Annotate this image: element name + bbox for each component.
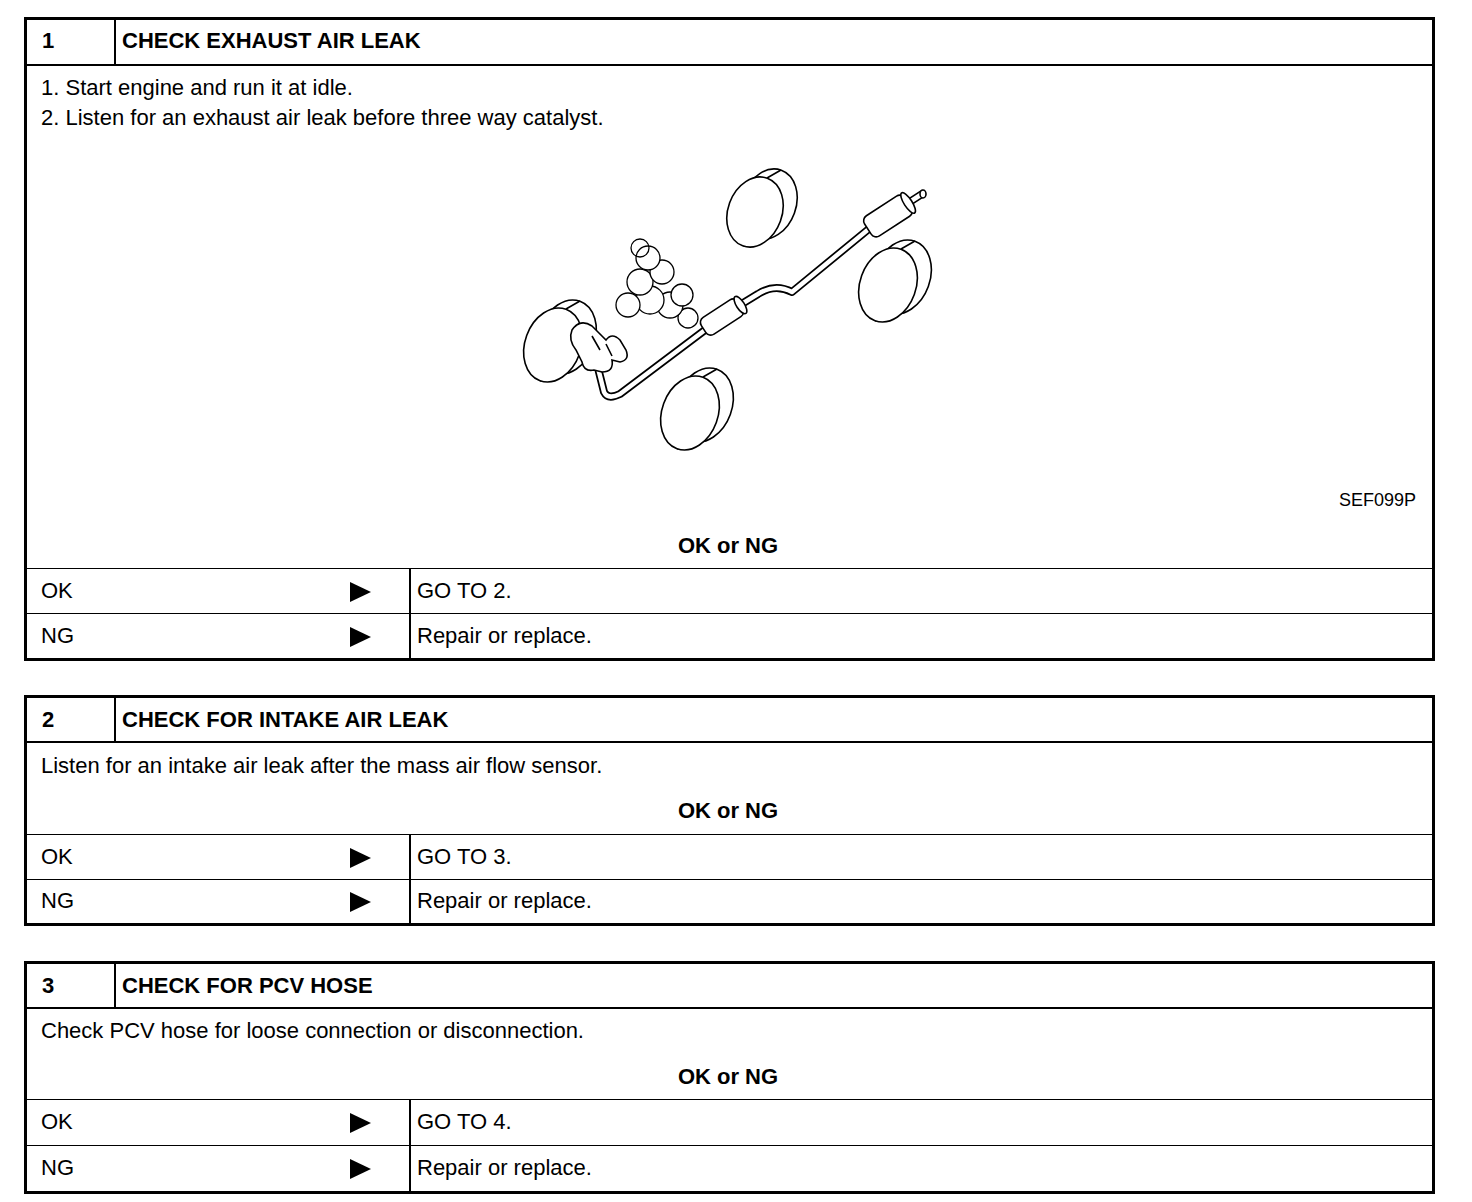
step-title: CHECK EXHAUST AIR LEAK [122,28,421,54]
arrow-symbol [349,1111,373,1135]
arrow-symbol [350,1113,371,1133]
step-title: CHECK FOR INTAKE AIR LEAK [122,707,448,733]
result-row: OK GO TO 4. [27,1099,1432,1145]
action-text: Repair or replace. [417,1155,592,1181]
result-row: OK GO TO 2. [27,568,1432,613]
muffler [861,191,918,239]
column-rule [409,1100,411,1145]
step-number: 2 [42,707,54,733]
three-way-catalyst [698,294,749,337]
arrow-symbol [349,846,373,870]
column-rule [409,569,411,613]
result-row: NG Repair or replace. [27,879,1432,923]
header-rule [27,64,1432,66]
arrow-symbol [350,1159,371,1179]
arrow-symbol [350,848,371,868]
header-rule [27,1007,1432,1009]
result-prompt: OK or NG [678,533,778,559]
number-cell-rule [114,698,116,742]
instruction-text: 2. Listen for an exhaust air leak before… [41,105,604,131]
arrow-symbol [349,580,373,604]
result-code: OK [41,844,73,870]
figure-code: SEF099P [1339,487,1416,513]
wheel [651,360,744,459]
leak-smoke [616,239,698,328]
result-code: NG [41,623,74,649]
column-rule [409,614,411,658]
step-title: CHECK FOR PCV HOSE [122,973,373,999]
result-row: OK GO TO 3. [27,834,1432,879]
result-prompt: OK or NG [678,798,778,824]
action-text: GO TO 4. [417,1109,512,1135]
instruction-text: Listen for an intake air leak after the … [41,753,602,779]
number-cell-rule [114,20,116,65]
exhaust-manifold [592,336,612,356]
step-table: 3 CHECK FOR PCV HOSE Check PCV hose for lo… [24,961,1435,1194]
arrow-symbol [349,890,373,914]
result-prompt: OK or NG [678,1064,778,1090]
wheel [849,232,942,331]
instruction-text: 1. Start engine and run it at idle. [41,75,353,101]
result-code: OK [41,578,73,604]
instruction-text: Check PCV hose for loose connection or d… [41,1018,584,1044]
column-rule [409,880,411,923]
arrow-symbol [350,892,371,912]
wheel [717,161,806,255]
column-rule [409,1146,411,1191]
result-row: NG Repair or replace. [27,1145,1432,1191]
action-text: GO TO 3. [417,844,512,870]
column-rule [409,835,411,879]
number-cell-rule [114,964,116,1008]
step-table: 2 CHECK FOR INTAKE AIR LEAK Listen for an … [24,695,1435,926]
result-row: NG Repair or replace. [27,613,1432,658]
arrow-symbol [349,625,373,649]
action-text: Repair or replace. [417,888,592,914]
arrow-symbol [350,582,371,602]
step-table: 1 CHECK EXHAUST AIR LEAK 1. Start engine a… [24,17,1435,661]
step-number: 3 [42,973,54,999]
result-code: OK [41,1109,73,1135]
arrow-symbol [350,627,371,647]
header-rule [27,741,1432,743]
action-text: GO TO 2. [417,578,512,604]
exhaust-manifold [571,323,627,372]
result-code: NG [41,888,74,914]
arrow-symbol [349,1157,373,1181]
step-number: 1 [42,28,54,54]
result-code: NG [41,1155,74,1181]
tail-pipe-end [920,190,926,198]
action-text: Repair or replace. [417,623,592,649]
